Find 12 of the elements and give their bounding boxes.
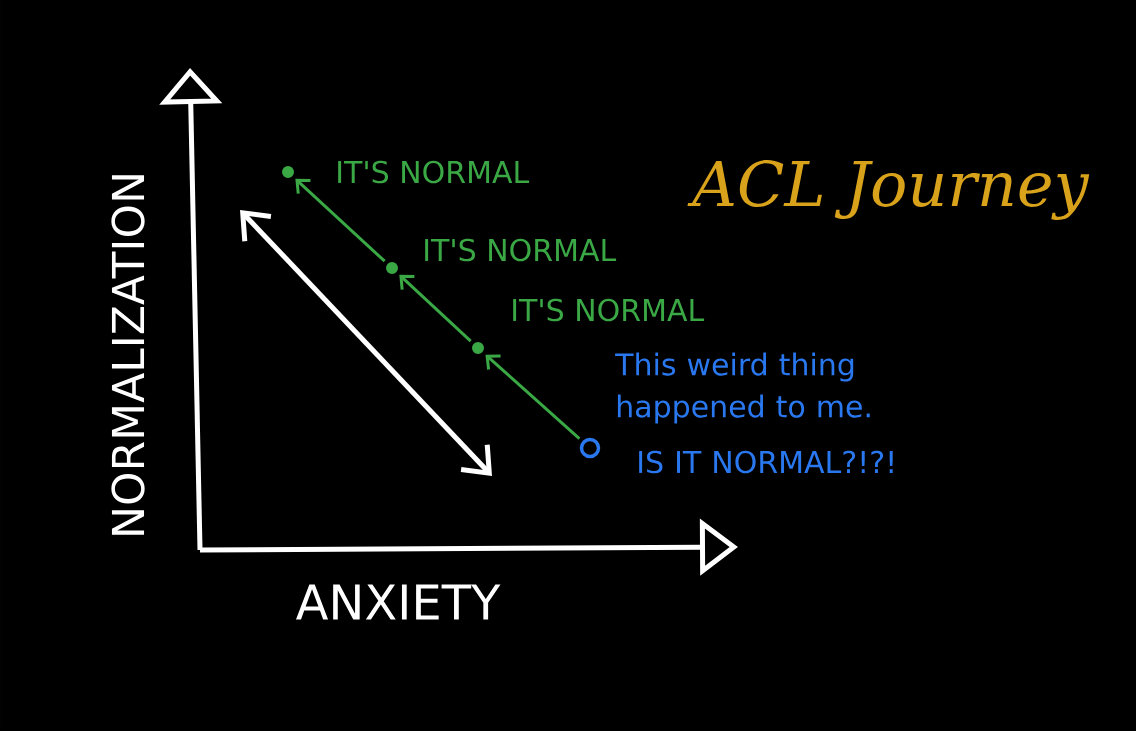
dot-label: IS IT NORMAL?!?! xyxy=(639,450,893,474)
arrow xyxy=(485,354,581,440)
dot-label: This weird thing happened to me. xyxy=(615,352,870,424)
dot-label: IT'S NORMAL xyxy=(338,160,530,184)
arrow xyxy=(399,274,472,343)
dot-label: IT'S NORMAL xyxy=(425,238,617,262)
dot-label: IT'S NORMAL xyxy=(513,298,705,322)
title: ACL Journey xyxy=(687,160,1090,220)
dot xyxy=(579,437,601,459)
arrow xyxy=(295,178,386,263)
axis-label: NORMALIZATION xyxy=(111,175,145,535)
axis-label: ANXIETY xyxy=(296,584,501,620)
